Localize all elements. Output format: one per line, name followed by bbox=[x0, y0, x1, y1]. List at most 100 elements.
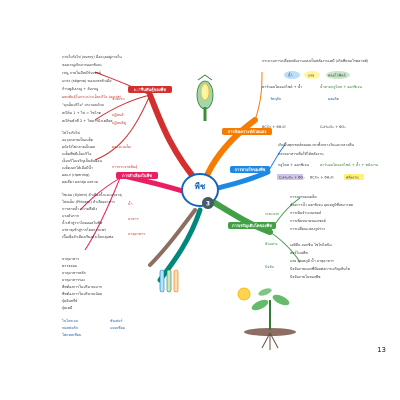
growth-item: ปัจจัยภายในของพืช bbox=[290, 274, 321, 279]
lab-item: ปุ๋ยอินทรีย์ bbox=[62, 298, 77, 304]
branch-photosynthesis bbox=[202, 117, 258, 183]
photo-formula: น้ำตาลกลูโคส + ออกซิเจน bbox=[320, 84, 362, 89]
structure-item: ผสมพันธุ์ในกระเปาะเอ็มบริโอ (ovule) bbox=[62, 93, 122, 100]
center-title: พืช bbox=[195, 181, 206, 191]
lab-items: ธาตุอาหาร ตรวจสอบ ธาตุอาหารหลัก ธาตุอาหา… bbox=[62, 257, 102, 311]
seed-item: เอ็มบริโอเจริญเป็นต้นอ่อน bbox=[62, 157, 102, 163]
growth-label: ตัวอย่าง bbox=[265, 242, 278, 246]
structure-formula: สเปิร์ม 1 + ไข่ = ไซโกต bbox=[62, 110, 102, 115]
page-number: 13 bbox=[377, 346, 386, 354]
svg-text:แสง: แสง bbox=[308, 74, 315, 78]
respiration-item: สลายอาหารเพื่อให้ได้พลังงาน bbox=[278, 151, 324, 156]
plant-icon bbox=[244, 288, 296, 350]
svg-text:น้ำ: น้ำ bbox=[288, 73, 292, 78]
photo-note: วัตถุดิบ bbox=[270, 97, 282, 102]
structure-formula: สเปิร์มตัวที่ 2 + โพลาร์นิวเคลียส bbox=[62, 118, 113, 123]
structure-item: แกร่ง (stigma) ของเกสรตัวเมีย bbox=[62, 78, 111, 83]
dispersal-label: การกระจายพันธุ์ bbox=[112, 165, 137, 170]
lab-item: ตรวจสอบ bbox=[62, 264, 78, 268]
seed-items: ไข่โรงรังไข่ ออวุลกลายเป็นเมล็ด ผนังรังไ… bbox=[61, 130, 137, 185]
energy-chip bbox=[344, 174, 364, 180]
flower-diagram-icon bbox=[196, 74, 214, 121]
bottom-labels: ไนโตรเจน ฟอสฟอรัส โพแทสเซียม ซัลเฟอร์ แค… bbox=[61, 318, 126, 337]
svg-text:การสังเคราะห์ด้วยแสง: การสังเคราะห์ด้วยแสง bbox=[228, 128, 267, 134]
center-node: พืช 3 bbox=[181, 173, 219, 209]
svg-text:การสืบพันธุ์ของพืช: การสืบพันธุ์ของพืช bbox=[134, 87, 166, 93]
svg-text:การเจริญเติบโตของพืช: การเจริญเติบโตของพืช bbox=[232, 223, 272, 229]
header-structure: การสืบพันธุ์ของพืช bbox=[128, 86, 172, 93]
respiration-item: เกิดขึ้นทุกเซลล์ตลอดเวลาทั้งกลางวันและกล… bbox=[278, 142, 355, 148]
structure-item: ก้านชูอับเรณู + อับเรณู bbox=[62, 86, 99, 91]
growth-item: ปัจจัยภายนอกที่มีผลต่อการเจริญเติบโต bbox=[290, 266, 351, 271]
growth-item: ฮอร์โมนพืช bbox=[290, 250, 308, 255]
svg-text:การหายใจของพืช: การหายใจของพืช bbox=[235, 167, 266, 172]
chlorophyll-icon bbox=[326, 71, 350, 79]
transport-item: การคายน้ำ ความตึงผิว bbox=[62, 206, 97, 211]
photo-note: ผลผลิต bbox=[328, 97, 340, 101]
transport-item: แรงดันราก bbox=[62, 214, 79, 218]
seed-item: ผลแก่ (ripening) bbox=[62, 173, 90, 177]
lab-item: ธาตุอาหารหลัก bbox=[62, 271, 86, 276]
respiration-chip bbox=[277, 174, 303, 180]
respiration-items: เกิดขึ้นทุกเซลล์ตลอดเวลาทั้งกลางวันและกล… bbox=[267, 142, 379, 180]
growth-items: การงอกของเมล็ด ต้องการน้ำ ออกซิเจน อุณหภ… bbox=[265, 193, 354, 279]
structure-item: ของเรณูเกิดจากออกซิเจน bbox=[62, 63, 102, 67]
seed-item: ออวุลกลายเป็นเมล็ด bbox=[62, 136, 94, 143]
branch-lower-2 bbox=[148, 208, 197, 267]
seed-item: เมล็ดพืชมีเอ็มบริโอ bbox=[62, 150, 91, 156]
header-growth: การเจริญเติบโตของพืช bbox=[228, 222, 276, 229]
growth-item: แสง อุณหภูมิ น้ำ ธาตุอาหาร bbox=[290, 258, 334, 264]
seed-item: ผลเดี่ยว ผลกลุ่ม ผลรวม bbox=[62, 179, 99, 185]
photosynthesis-items: กระบวนการเปลี่ยนพลังงานแสงเป็นพลังงานเคม… bbox=[254, 57, 369, 129]
transport-item: น้ำเข้าสู่รากโดยออสโมซิส bbox=[62, 220, 103, 225]
transport-items: ไซเลม (Xylem) ลำเลียงน้ำและแร่ธาตุ โฟลเอ… bbox=[61, 177, 145, 251]
transport-label: อาหาร bbox=[128, 217, 139, 221]
light-icon bbox=[304, 71, 320, 79]
growth-item: การงอกของเมล็ด bbox=[290, 193, 317, 199]
transport-item: ไซเลม (Xylem) ลำเลียงน้ำและแร่ธาตุ bbox=[61, 192, 122, 198]
growth-item: เอทิลีน ออกซิน ไซโทไคนิน bbox=[290, 242, 332, 247]
header-respiration: การหายใจของพืช bbox=[230, 166, 270, 173]
transport-item: เนื้อเยื่อลำเลียงเรียงตัวเป็นกลุ่มท่อ bbox=[62, 233, 113, 240]
center-badge bbox=[202, 197, 214, 209]
test-tube-icon bbox=[159, 269, 179, 293]
transport-label: ธาตุอาหาร bbox=[128, 232, 145, 237]
growth-item: การเปลี่ยนแปลงรูปร่าง bbox=[290, 226, 325, 231]
bottom-label: แคลเซียม bbox=[110, 325, 126, 330]
growth-item: การเพิ่มจำนวนเซลล์ bbox=[290, 210, 321, 215]
lab-item: ธาตุอาหารรอง bbox=[62, 278, 85, 283]
branch-structure bbox=[147, 92, 203, 188]
seed-label: ผลและเมล็ด bbox=[112, 143, 132, 149]
growth-label: ปัจจัย bbox=[265, 265, 274, 269]
structure-mid-label: ปฏิสนธิคู่ bbox=[112, 121, 127, 125]
growth-item: ต้องการน้ำ ออกซิเจน อุณหภูมิที่เหมาะสม bbox=[290, 202, 354, 208]
header-transport: การลำเลียงในพืช bbox=[116, 172, 158, 179]
sun-icon bbox=[237, 287, 251, 301]
bottom-label: ซัลเฟอร์ bbox=[110, 319, 123, 323]
transport-label: น้ำ bbox=[128, 201, 132, 206]
branch-lower bbox=[157, 207, 203, 283]
structure-item: "ถุงเอ็มบริโอ" ประกอบด้วย bbox=[62, 101, 104, 108]
lab-item: พืชต้องการในปริมาณมาก bbox=[62, 284, 102, 289]
lab-item: ปุ๋ยเคมี bbox=[62, 305, 73, 311]
transport-item: โฟลเอ็ม (Phloem) ลำเลียงอาหาร bbox=[62, 198, 115, 204]
header-photosynthesis: การสังเคราะห์ด้วยแสง bbox=[222, 128, 272, 135]
respiration-formula: 6CO₂ + 6H₂O bbox=[310, 176, 334, 180]
bottom-label: ฟอสฟอรัส bbox=[62, 326, 79, 330]
structure-items: ภายในรังไข่ (ovary) มีออวุลอยู่ภายใน ของ… bbox=[62, 54, 151, 161]
bottom-label: โพแทสเซียม bbox=[62, 332, 82, 337]
seed-item: ผนังรังไข่กลายเป็นผล bbox=[62, 143, 95, 149]
growth-label: ระยะแรก bbox=[265, 212, 279, 216]
transport-item: แร่ธาตุเข้าสู่รากโดยการแพร่ bbox=[62, 227, 106, 233]
respiration-highlight: พลังงาน bbox=[346, 176, 359, 180]
structure-item: เรณู ภายในมีสเปิร์มเซลล์ bbox=[62, 70, 101, 75]
lab-item: พืชต้องการในปริมาณน้อย bbox=[62, 291, 102, 296]
branch-growth bbox=[207, 197, 273, 235]
structure-mid-label: ปฏิสนธิ bbox=[112, 113, 124, 117]
respiration-formula: C₆H₁₂O₆ + 6O₂ bbox=[279, 176, 305, 180]
structure-item: ภายในรังไข่ (ovary) มีออวุลอยู่ภายใน bbox=[62, 54, 122, 60]
respiration-formula: คาร์บอนไดออกไซด์ + น้ำ + พลังงาน bbox=[320, 162, 379, 167]
water-icon bbox=[284, 71, 300, 79]
